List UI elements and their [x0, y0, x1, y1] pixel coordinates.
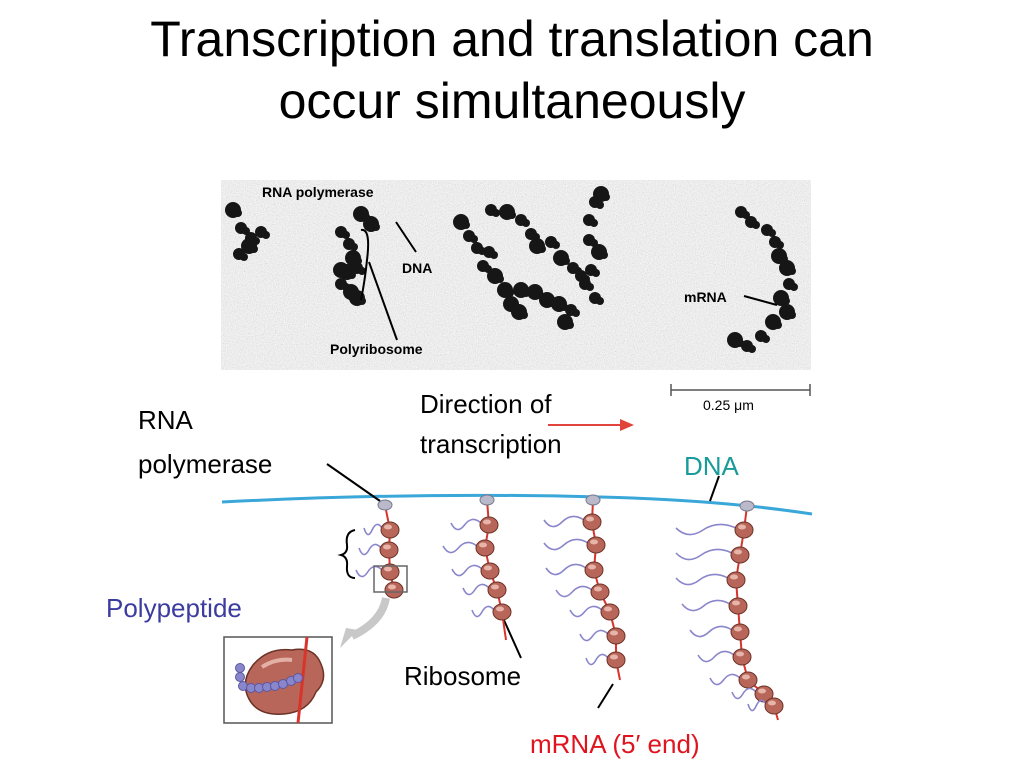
dna-strand [221, 493, 813, 516]
label-dna: DNA [684, 451, 739, 481]
micrograph-image [221, 180, 811, 370]
label-rna-polymerase-line1: RNA [138, 405, 193, 435]
micrograph-label-dna: DNA [402, 260, 433, 276]
label-ribosome: Ribosome [404, 661, 522, 691]
electron-micrograph [221, 180, 811, 370]
label-rna-polymerase-line2: polymerase [138, 449, 273, 479]
label-mrna-5-end: mRNA (5′ end) [530, 729, 700, 759]
micrograph-label-rna-polymerase: RNA polymerase [262, 184, 374, 200]
scale-bar-label: 0.25 μm [703, 397, 754, 413]
slide-title: Transcription and translation can occur … [0, 8, 1024, 132]
label-direction-line2: transcription [420, 429, 562, 459]
direction-arrow [548, 419, 634, 431]
scale-bar [670, 384, 811, 396]
ribosome-inset [223, 636, 333, 724]
micrograph-label-polyribosome: Polyribosome [330, 341, 423, 357]
title-line-2: occur simultaneously [278, 73, 746, 129]
ribosome-highlight-box [373, 565, 408, 593]
label-polypeptide: Polypeptide [106, 593, 242, 623]
callout-arrow [350, 597, 390, 640]
title-line-1: Transcription and translation can [150, 11, 874, 67]
micrograph-label-mrna: mRNA [684, 289, 727, 305]
label-direction-line1: Direction of [420, 389, 552, 419]
